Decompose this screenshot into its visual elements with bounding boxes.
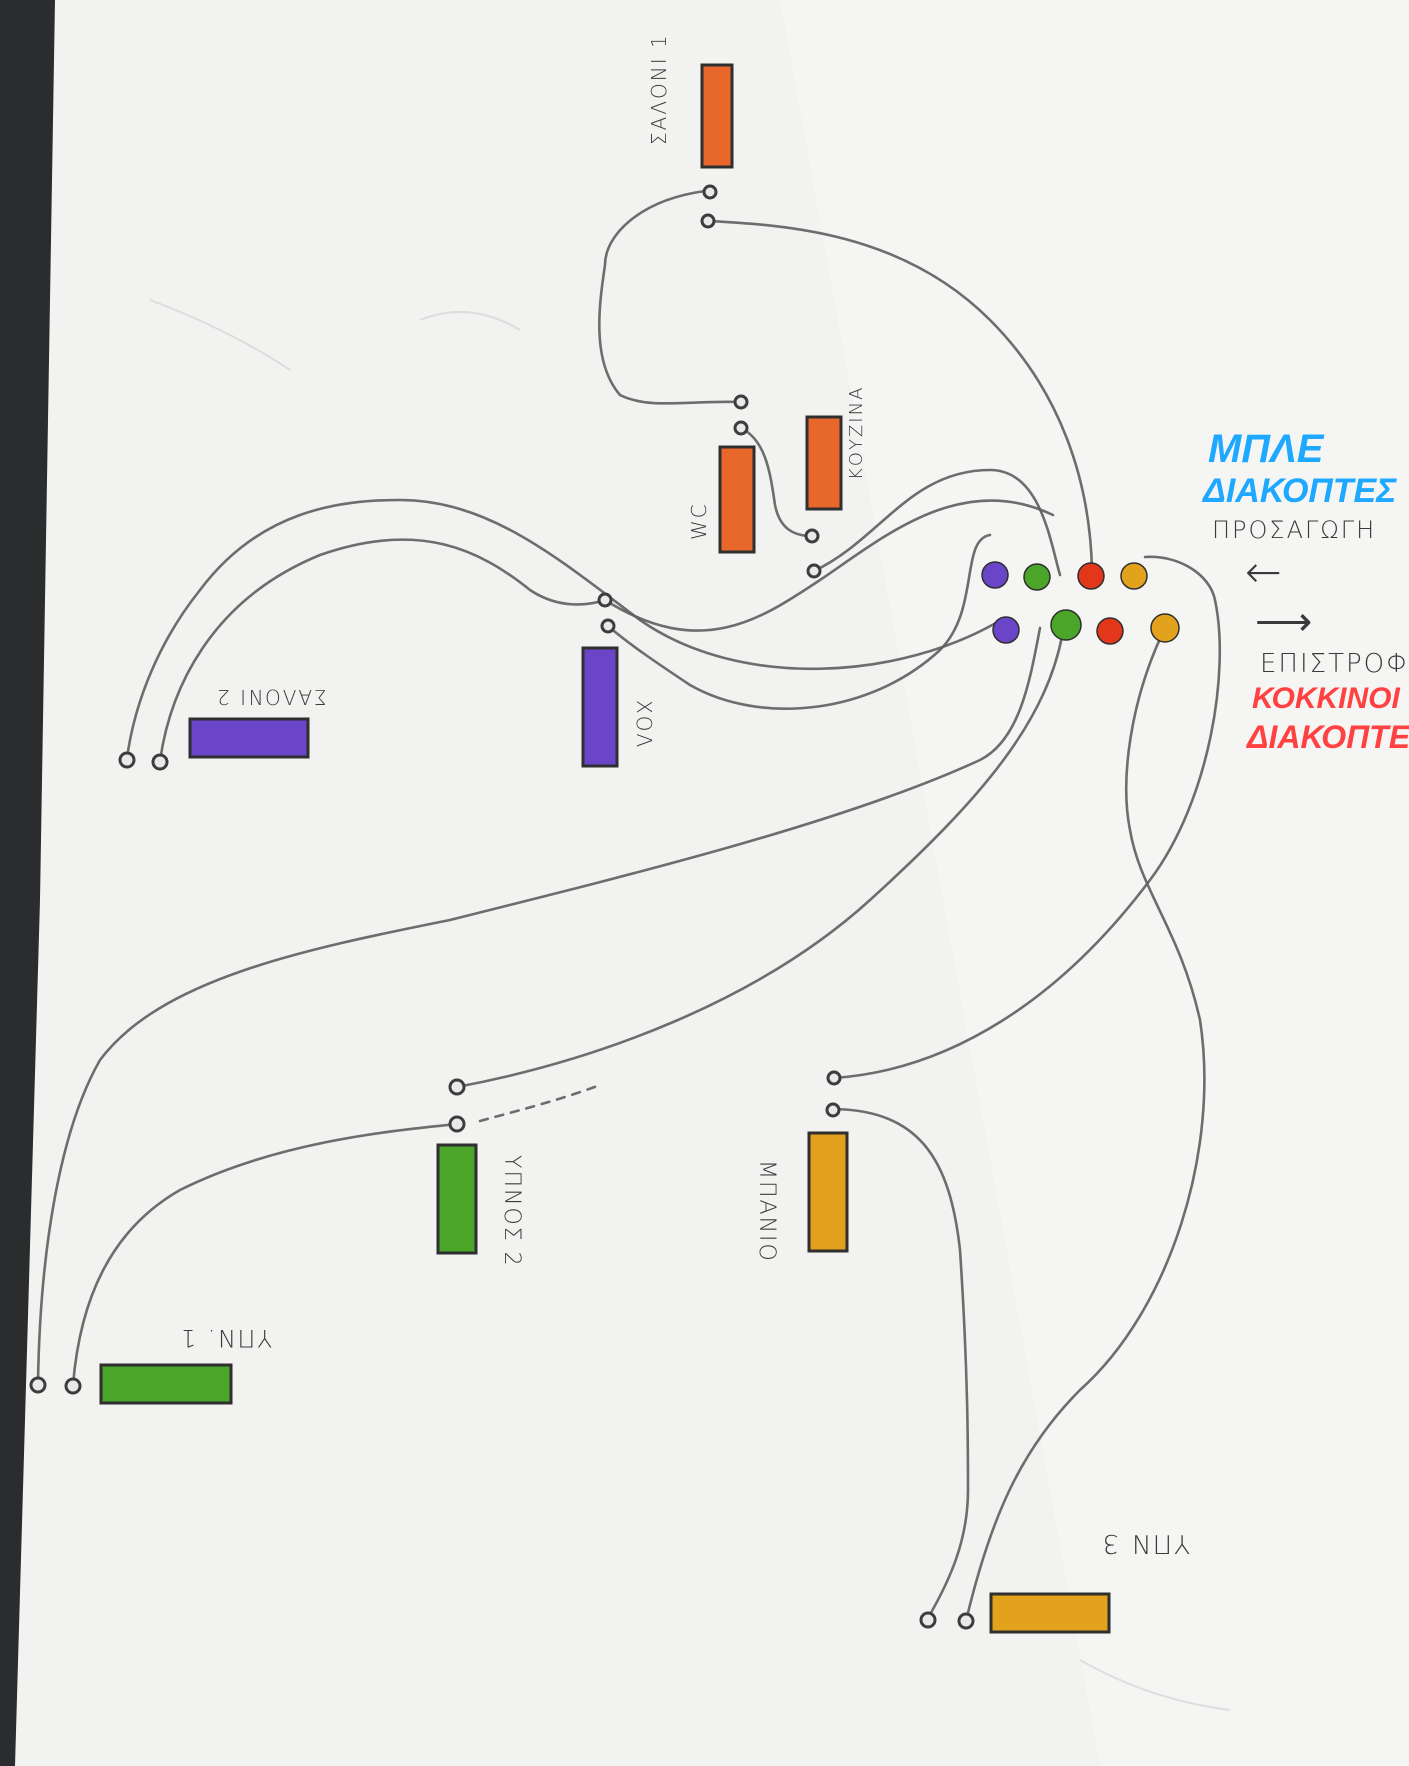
wire-mpanio-ypnos3 [831,1107,970,1620]
wire-dashed [478,1083,602,1123]
manifold-top-purple-dot [981,561,1009,589]
label-kouzina: ΚΟΥΖΙΝΑ [846,386,867,480]
label-ypnos1: ΥΠΝ. 1 [179,1324,272,1352]
wire-saloni2-b [158,538,607,763]
label-mpanio: ΜΠΑΝΙΟ [754,1160,779,1263]
wire-saloni1-supply [598,189,743,405]
terminal [29,1376,47,1394]
wire-ypnos3-return [964,626,1206,1623]
manifold-top-yellow-dot [1120,562,1148,590]
blue-note-line1: ΜΠΛΕ [1208,427,1325,471]
terminal [151,753,169,771]
manifold-bottom-red-dot [1096,617,1124,645]
manifold-bottom-yellow-dot [1150,613,1180,643]
label-hol: ΧΟΛ [632,700,656,749]
wire-hol-b [603,499,1055,632]
lamp-saloni2 [188,717,310,759]
supply-arrow: ← [1245,547,1284,598]
return-arrow: ⟶ [1255,599,1314,645]
manifold-top-green-dot [1023,563,1051,591]
manifold-bottom-purple-dot [992,616,1020,644]
terminal [806,563,822,579]
terminal [64,1377,82,1395]
return-label: ΕΠΙΣΤΡΟΦ [1260,649,1409,679]
manifold [981,561,1180,645]
terminal [448,1115,466,1133]
lamps [99,63,1111,1634]
terminal [700,213,716,229]
terminal [702,184,718,200]
manifold-top-red-dot [1077,562,1105,590]
wire-ypnos1-b [71,1122,459,1387]
supply-label: ΠΡΟΣΑΓΩΓΗ [1212,516,1376,544]
terminal [733,394,749,410]
lamp-ypnos1 [99,1363,233,1405]
wire-wc-to-kouzina [739,426,810,538]
lamp-hol [581,646,619,768]
label-wc: WC [687,502,711,540]
wire-ypnos1-a [36,626,1042,1385]
legend: ΜΠΛΕ ΔΙΑΚΟΠΤΕΣ ΠΡΟΣΑΓΩΓΗ ← ⟶ ΕΠΙΣΤΡΟΦ ΚΟ… [1201,427,1409,755]
red-note-line1: ΚΟΚΚΙΝΟΙ [1252,682,1401,715]
lamp-saloni1 [700,63,734,169]
terminals [29,184,975,1630]
terminal [597,592,613,608]
terminal [600,618,616,634]
lamp-ypnos3 [989,1592,1111,1634]
lamp-kouzina [805,415,843,511]
terminal [118,751,136,769]
terminal [919,1611,937,1629]
terminal [733,420,749,436]
label-ypnos2: ΥΠΝΟΣ 2 [499,1155,524,1268]
wire-kouzina-to-green [812,468,1062,577]
terminal [957,1612,975,1630]
manifold-bottom-green-dot [1050,609,1082,641]
label-saloni2: ΣΑΛΟΝΙ 2 [215,685,327,709]
wires [36,189,1222,1623]
terminal [448,1078,466,1096]
room-labels: ΣΑΛΟΝΙ 1 ΚΟΥΖΙΝΑ WC ΣΑΛΟΝΙ 2 ΧΟΛ ΥΠΝ. 1 … [179,33,1190,1558]
lamp-mpanio [807,1131,849,1253]
terminal [825,1102,841,1118]
wire-saloni1-return [706,219,1094,572]
wire-hol-a [606,533,992,710]
red-note-line2: ΔΙΑΚΟΠΤΕΣ [1246,719,1409,755]
blue-note-line2: ΔΙΑΚΟΠΤΕΣ [1201,472,1397,510]
terminal [804,528,820,544]
lamp-ypnos2 [436,1143,478,1255]
label-ypnos3: ΥΠΝ 3 [1100,1528,1190,1558]
label-saloni1: ΣΑΛΟΝΙ 1 [647,33,671,145]
wire-saloni2-a [125,498,1003,760]
terminal [826,1070,842,1086]
wire-ypnos2 [455,623,1066,1089]
lamp-wc [718,445,756,554]
wire-mpanio [832,555,1222,1080]
